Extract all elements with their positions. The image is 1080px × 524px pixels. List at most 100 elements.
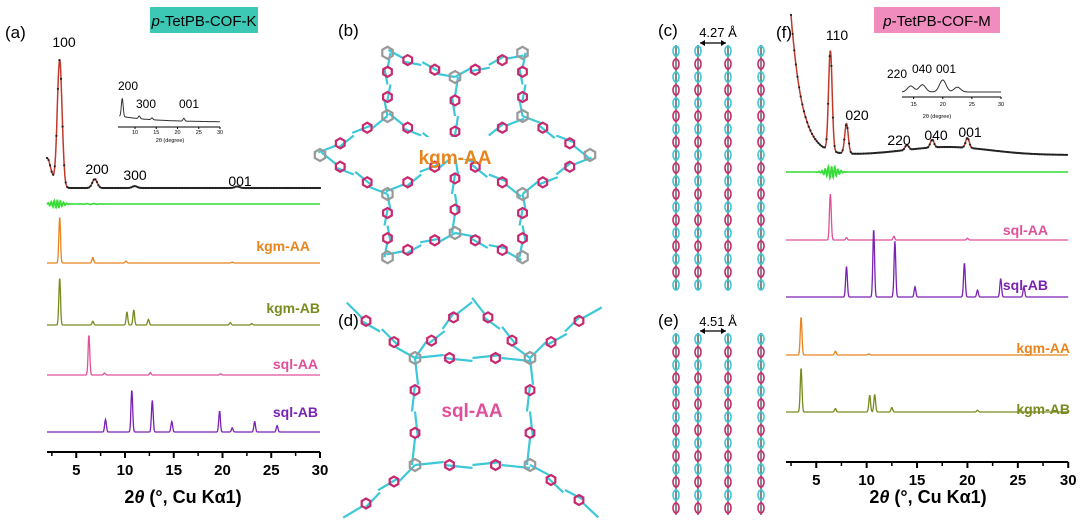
inset-peak-label: 040 [912, 62, 932, 76]
data-point [88, 186, 91, 189]
phenyl-ring [469, 160, 481, 173]
linker-bond [529, 464, 550, 477]
data-point [78, 186, 81, 190]
data-point [833, 144, 836, 148]
stacked-ring [757, 110, 765, 122]
data-point [119, 186, 122, 190]
data-point [852, 152, 856, 155]
tick-label: 20 [959, 472, 976, 489]
phenyl-ring [360, 314, 372, 328]
phenyl-ring [517, 65, 528, 79]
data-point [999, 150, 1002, 153]
data-point [181, 186, 184, 190]
phenyl-ring [388, 335, 400, 349]
data-point [109, 186, 113, 190]
linker-bond [443, 463, 473, 470]
data-point [103, 186, 106, 190]
data-point [1056, 153, 1059, 156]
peak-label: 110 [826, 27, 849, 43]
stacked-ring [672, 123, 680, 135]
inset-tick-label: 30 [217, 130, 223, 136]
phenyl-ring [537, 176, 549, 189]
data-point [991, 149, 994, 152]
data-point [91, 181, 94, 184]
phenyl-ring [444, 351, 455, 365]
data-point [309, 186, 312, 190]
phenyl-ring [449, 94, 461, 107]
data-point [194, 186, 197, 190]
linker-bond [368, 185, 388, 196]
data-point [906, 143, 909, 146]
data-point [823, 146, 827, 149]
series-label-sql-ab: sql-AB [1003, 277, 1048, 293]
data-point [841, 149, 844, 152]
linker-bond [488, 122, 505, 137]
data-point [53, 165, 56, 168]
linker-bond [386, 250, 405, 256]
inset-xlabel: 2θ (degree) [156, 138, 185, 144]
stacked-ring [724, 279, 732, 291]
title-badge-right [874, 7, 1000, 33]
stacked-ring [757, 463, 765, 475]
stacked-ring [672, 411, 680, 423]
stacked-ring [757, 385, 765, 397]
data-point [268, 186, 272, 190]
stacked-ring [672, 162, 680, 174]
data-point [173, 186, 177, 190]
data-point [117, 186, 120, 190]
stacked-ring [757, 45, 765, 57]
phenyl-ring [429, 160, 441, 173]
data-point [1060, 153, 1064, 156]
data-point [284, 186, 287, 190]
data-point [155, 186, 158, 190]
data-point [1030, 152, 1033, 155]
stacked-ring [724, 411, 732, 423]
linker-bond [387, 49, 405, 60]
stacked-ring [757, 359, 765, 371]
data-point [49, 164, 52, 167]
phenyl-ring [402, 121, 414, 134]
linker-bond [410, 384, 417, 412]
phenyl-ring [360, 497, 372, 510]
data-point [244, 186, 247, 190]
tick-label: 5 [812, 472, 820, 489]
data-point [215, 186, 219, 190]
data-point [161, 186, 164, 190]
node-ring [381, 45, 394, 61]
inset-tick-label: 30 [998, 102, 1004, 108]
stacked-ring [724, 136, 732, 148]
linker-bond [472, 353, 502, 360]
stacked-ring [694, 84, 702, 96]
data-point [870, 152, 873, 155]
structure-label-sql-aa: sql-AA [441, 401, 503, 422]
phenyl-ring [449, 172, 461, 185]
data-point [95, 180, 99, 184]
inset-tick-label: 25 [969, 102, 975, 108]
stacked-ring [724, 502, 732, 514]
data-point [50, 170, 53, 173]
difference-curve [46, 198, 320, 210]
data-point [75, 186, 78, 190]
stacked-ring [724, 266, 732, 278]
data-point [1001, 150, 1004, 153]
node-ring [583, 147, 597, 163]
linker-bond [346, 301, 364, 320]
data-point [997, 150, 1001, 153]
data-point [1035, 152, 1038, 156]
stacked-ring [672, 333, 680, 345]
data-point [944, 145, 947, 149]
stacked-ring [672, 84, 680, 96]
data-point [148, 186, 152, 190]
data-point [217, 186, 220, 190]
data-point [801, 103, 804, 106]
stacked-ring [724, 175, 732, 187]
data-point [1036, 153, 1039, 156]
data-point [55, 134, 58, 137]
stacked-ring [672, 489, 680, 501]
data-point [225, 186, 228, 190]
data-point [69, 186, 72, 190]
data-point [81, 186, 84, 190]
data-point [848, 142, 851, 145]
data-point [247, 186, 250, 190]
